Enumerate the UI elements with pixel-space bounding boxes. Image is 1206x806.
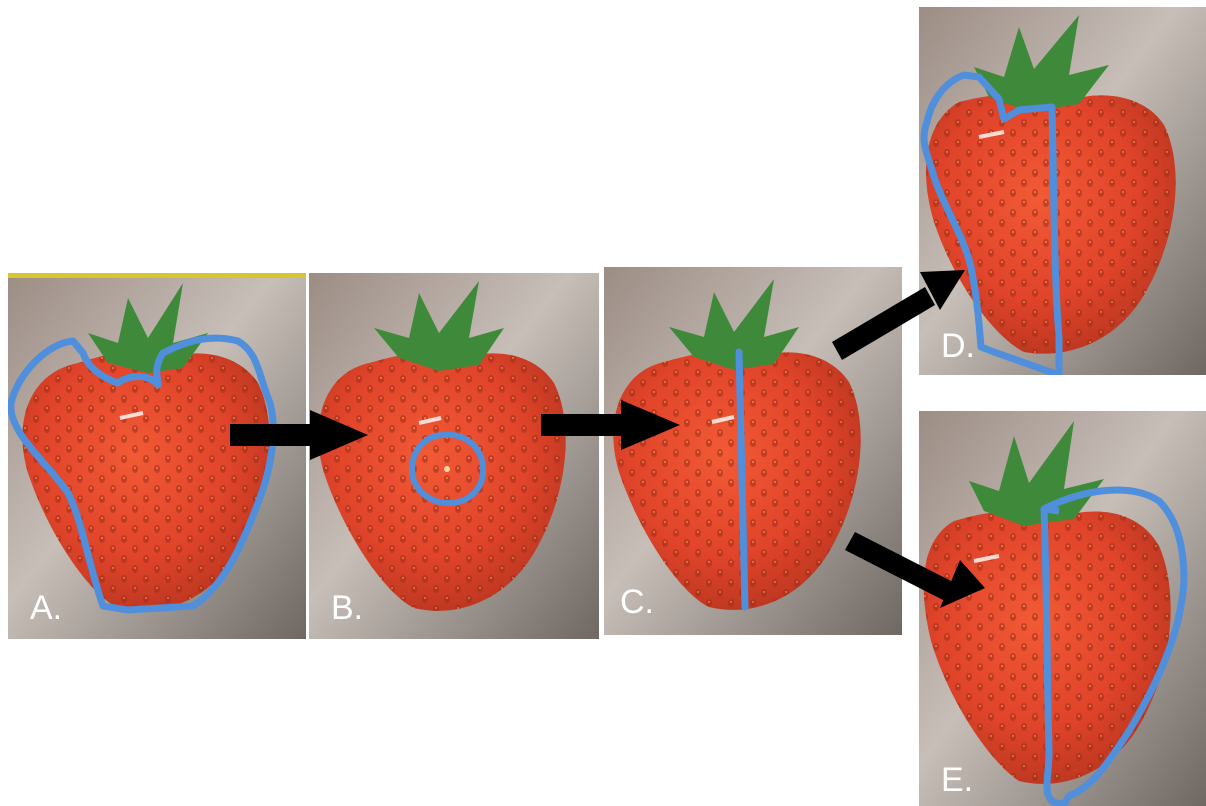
panel-label-a: A. bbox=[30, 589, 63, 627]
panel-label-e: E. bbox=[941, 761, 974, 799]
panel-b: B. bbox=[309, 273, 599, 639]
vertical-cut-line bbox=[735, 348, 749, 611]
strawberry-photo-e bbox=[919, 411, 1206, 806]
panel-label-c: C. bbox=[620, 583, 654, 621]
panel-label-d: D. bbox=[941, 327, 975, 365]
strawberry-photo-c bbox=[604, 267, 902, 635]
arrow-c-to-d bbox=[832, 270, 965, 360]
arrow-c-to-e bbox=[845, 532, 985, 608]
panel-d: D. bbox=[919, 7, 1206, 375]
strawberry-photo-a bbox=[8, 273, 306, 639]
left-half-outline bbox=[920, 71, 1063, 375]
whole-fruit-outline bbox=[8, 334, 277, 614]
arrow-b-to-c bbox=[541, 400, 680, 450]
panel-c: C. bbox=[604, 267, 902, 635]
panel-label-b: B. bbox=[331, 589, 364, 627]
single-point-circle bbox=[408, 431, 487, 507]
panel-a: A. bbox=[8, 273, 306, 639]
arrow-a-to-b bbox=[230, 410, 368, 460]
panel-e: E. bbox=[919, 411, 1206, 806]
right-half-outline bbox=[1040, 486, 1188, 806]
strawberry-photo-b bbox=[309, 273, 599, 639]
strawberry-photo-d bbox=[919, 7, 1206, 375]
